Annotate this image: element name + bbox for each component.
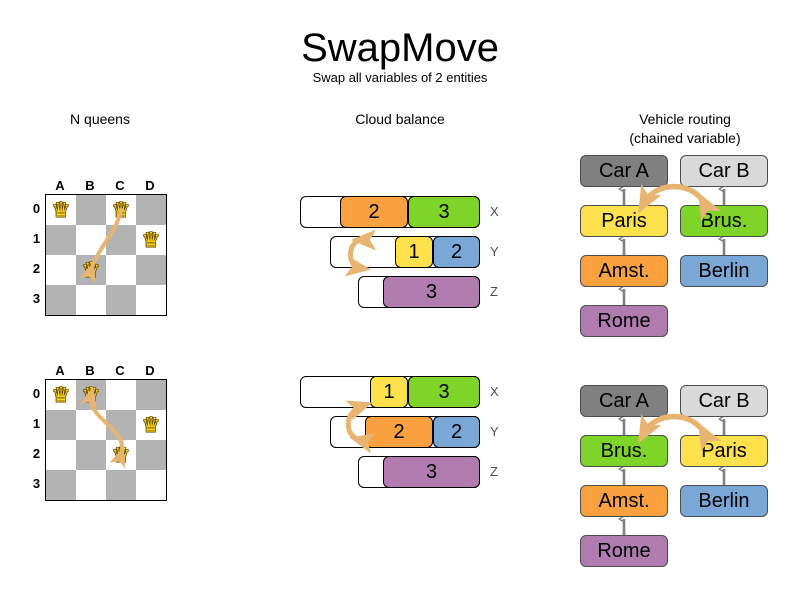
file-label-A: A: [55, 363, 65, 378]
chess-square-D2[interactable]: [136, 440, 166, 470]
chess-grid: ♛♛♛♛: [45, 379, 167, 501]
vrp-heading-line1: Vehicle routing: [639, 111, 731, 127]
route-node-paris[interactable]: Paris: [580, 205, 668, 237]
computer-label-Y: Y: [490, 424, 499, 439]
route-node-berlin[interactable]: Berlin: [680, 255, 768, 287]
chess-square-D3[interactable]: [136, 470, 166, 500]
process-segment-Y-0[interactable]: 2: [365, 416, 433, 448]
computer-label-Y: Y: [490, 244, 499, 259]
chess-square-B1[interactable]: [76, 410, 106, 440]
rank-label-1: 1: [32, 416, 41, 431]
rank-label-3: 3: [32, 291, 41, 306]
route-node-rome[interactable]: Rome: [580, 305, 668, 337]
chess-square-C0[interactable]: [106, 195, 136, 225]
process-segment-Y-0[interactable]: 1: [395, 236, 433, 268]
process-segment-X-0[interactable]: 2: [340, 196, 408, 228]
chess-square-C3[interactable]: [106, 285, 136, 315]
chess-square-A2[interactable]: [46, 255, 76, 285]
rank-labels: 0 1 2 3: [30, 194, 45, 314]
file-labels: A B C D: [45, 363, 165, 379]
route-node-car-a[interactable]: Car A: [580, 155, 668, 187]
chess-square-C2[interactable]: [106, 440, 136, 470]
route-node-brussels[interactable]: Brus.: [680, 205, 768, 237]
section-heading-nqueens: N queens: [70, 111, 130, 127]
process-segment-Y-1[interactable]: 2: [433, 236, 480, 268]
page-title: SwapMove: [301, 26, 499, 70]
chess-square-C2[interactable]: [106, 255, 136, 285]
chess-square-C0[interactable]: [106, 380, 136, 410]
rank-label-0: 0: [32, 386, 41, 401]
file-labels: A B C D: [45, 178, 165, 194]
chess-square-B0[interactable]: [76, 195, 106, 225]
chess-square-B3[interactable]: [76, 470, 106, 500]
rank-label-0: 0: [32, 201, 41, 216]
chess-square-A0[interactable]: [46, 380, 76, 410]
chess-square-D2[interactable]: [136, 255, 166, 285]
file-label-B: B: [85, 363, 95, 378]
process-segment-Z-0[interactable]: 3: [383, 276, 480, 308]
route-node-berlin[interactable]: Berlin: [680, 485, 768, 517]
route-node-car-a[interactable]: Car A: [580, 385, 668, 417]
chess-square-A3[interactable]: [46, 470, 76, 500]
route-node-rome[interactable]: Rome: [580, 535, 668, 567]
computer-label-Z: Z: [490, 464, 498, 479]
chess-square-B0[interactable]: [76, 380, 106, 410]
chess-square-C3[interactable]: [106, 470, 136, 500]
file-label-C: C: [115, 363, 125, 378]
section-heading-vehicle-routing: Vehicle routing (chained variable): [600, 110, 770, 148]
route-node-car-b[interactable]: Car B: [680, 155, 768, 187]
process-segment-X-1[interactable]: 3: [408, 196, 480, 228]
rank-labels: 0 1 2 3: [30, 379, 45, 499]
chess-square-D0[interactable]: [136, 195, 166, 225]
route-node-amsterdam[interactable]: Amst.: [580, 255, 668, 287]
file-label-D: D: [145, 178, 155, 193]
file-label-A: A: [55, 178, 65, 193]
chess-square-B2[interactable]: [76, 440, 106, 470]
rank-label-1: 1: [32, 231, 41, 246]
chess-square-B2[interactable]: [76, 255, 106, 285]
route-node-amsterdam[interactable]: Amst.: [580, 485, 668, 517]
section-heading-cloud-balance: Cloud balance: [355, 111, 445, 127]
route-node-brussels[interactable]: Brus.: [580, 435, 668, 467]
chess-square-A3[interactable]: [46, 285, 76, 315]
vrp-heading-line2: (chained variable): [629, 130, 741, 146]
computer-label-X: X: [490, 384, 499, 399]
page-subtitle: Swap all variables of 2 entities: [312, 70, 488, 85]
process-segment-Y-1[interactable]: 2: [433, 416, 480, 448]
file-label-D: D: [145, 363, 155, 378]
process-segment-X-1[interactable]: 3: [408, 376, 480, 408]
chess-square-A1[interactable]: [46, 410, 76, 440]
chess-grid: ♛♛♛♛: [45, 194, 167, 316]
chess-square-D3[interactable]: [136, 285, 166, 315]
rank-label-2: 2: [32, 261, 41, 276]
chess-square-A2[interactable]: [46, 440, 76, 470]
chess-square-B1[interactable]: [76, 225, 106, 255]
rank-label-2: 2: [32, 446, 41, 461]
route-node-car-b[interactable]: Car B: [680, 385, 768, 417]
chess-square-D0[interactable]: [136, 380, 166, 410]
process-segment-X-0[interactable]: 1: [370, 376, 408, 408]
chess-square-A0[interactable]: [46, 195, 76, 225]
chess-square-B3[interactable]: [76, 285, 106, 315]
file-label-C: C: [115, 178, 125, 193]
chess-square-D1[interactable]: [136, 410, 166, 440]
chess-square-A1[interactable]: [46, 225, 76, 255]
process-segment-Z-0[interactable]: 3: [383, 456, 480, 488]
computer-label-Z: Z: [490, 284, 498, 299]
chess-square-C1[interactable]: [106, 225, 136, 255]
file-label-B: B: [85, 178, 95, 193]
route-node-paris[interactable]: Paris: [680, 435, 768, 467]
rank-label-3: 3: [32, 476, 41, 491]
chess-square-C1[interactable]: [106, 410, 136, 440]
chess-square-D1[interactable]: [136, 225, 166, 255]
computer-label-X: X: [490, 204, 499, 219]
